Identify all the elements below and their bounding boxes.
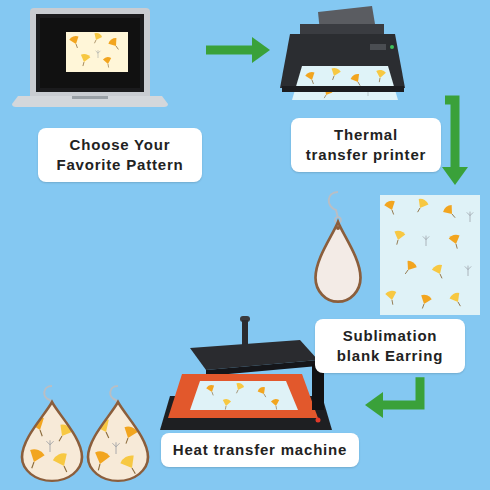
- printer-illustration: [370, 44, 386, 50]
- step-label-box: Sublimation blank Earring: [315, 319, 465, 374]
- laptop-illustration: [103, 56, 113, 68]
- laptop-illustration: [96, 50, 101, 58]
- heat-press-illustration: [221, 398, 231, 410]
- transfer-paper-illustration: [431, 263, 447, 280]
- step-label: Heat transfer machine: [173, 440, 347, 460]
- earring-pattern: [53, 423, 74, 445]
- earring-blank-illustration: [316, 222, 361, 302]
- laptop-illustration: [69, 35, 82, 50]
- printer-illustration: [292, 66, 398, 100]
- printer-illustration: [282, 86, 404, 92]
- printer-illustration: [280, 6, 405, 100]
- step-label: Sublimation blank Earring: [327, 326, 453, 367]
- transfer-paper-illustration: [423, 236, 429, 246]
- earring-pattern: [46, 440, 53, 452]
- transfer-paper-illustration: [449, 291, 466, 309]
- heat-press-illustration: [233, 382, 245, 395]
- heat-press-illustration: [206, 384, 217, 397]
- transfer-paper-illustration: [467, 212, 473, 222]
- finished-earrings-illustration: [22, 386, 148, 481]
- laptop-illustration: [78, 53, 91, 67]
- finished-earrings-illustration: [88, 402, 148, 481]
- laptop-illustration: [72, 96, 108, 99]
- step-label-box: Thermal transfer printer: [291, 118, 441, 173]
- heat-press-illustration: [257, 386, 270, 399]
- transfer-paper-illustration: [380, 195, 480, 315]
- laptop-illustration: [30, 8, 150, 96]
- laptop-illustration: [36, 14, 144, 92]
- flow-arrow: [445, 100, 455, 167]
- earring-blank-illustration: [329, 192, 338, 218]
- finished-earrings-illustration: [88, 402, 148, 481]
- transfer-paper-illustration: [385, 290, 398, 306]
- earring-pattern: [91, 450, 111, 473]
- flow-arrow: [206, 46, 252, 55]
- transfer-paper-illustration: [384, 199, 399, 216]
- step-group: Choose Your Favorite Pattern: [18, 8, 206, 186]
- transfer-paper-illustration: [465, 266, 471, 276]
- flow-arrow: [383, 377, 420, 405]
- printer-illustration: [350, 73, 365, 89]
- earring-pattern: [25, 447, 46, 470]
- transfer-paper-illustration: [448, 234, 462, 250]
- transfer-paper-illustration: [401, 259, 418, 277]
- laptop-illustration: [12, 8, 168, 107]
- laptop-illustration: [12, 96, 168, 107]
- printer-illustration: [390, 45, 394, 49]
- printer-illustration: [305, 71, 318, 86]
- step-label: Thermal transfer printer: [303, 125, 429, 166]
- earring-blank-illustration: [336, 226, 340, 230]
- laptop-illustration: [66, 32, 128, 72]
- laptop-illustration: [107, 37, 122, 53]
- finished-earrings-illustration: [22, 402, 82, 481]
- step-group: Sublimation blank Earring: [305, 185, 484, 377]
- step-label-box: Choose Your Favorite Pattern: [38, 128, 202, 183]
- step-label: Choose Your Favorite Pattern: [50, 135, 190, 176]
- heat-press-illustration: [190, 381, 298, 410]
- laptop-illustration: [91, 32, 103, 45]
- step-group: Thermal transfer printer: [270, 5, 445, 176]
- finished-earrings-illustration: [22, 402, 82, 481]
- printer-illustration: [328, 67, 341, 82]
- transfer-paper-illustration: [442, 203, 460, 221]
- printer-illustration: [374, 69, 386, 83]
- earring-pattern: [52, 451, 74, 475]
- heat-press-illustration: [206, 360, 318, 376]
- heat-press-illustration: [271, 398, 281, 410]
- finished-earrings-illustration: [44, 386, 52, 404]
- transfer-paper-illustration: [417, 293, 432, 310]
- earring-pattern: [112, 442, 119, 454]
- laptop-illustration: [40, 18, 140, 88]
- finished-earrings-illustration: [110, 386, 118, 404]
- step-group: Heat transfer machine: [15, 380, 365, 478]
- transfer-paper-illustration: [391, 230, 405, 246]
- transfer-paper-illustration: [380, 195, 480, 315]
- earring-blank-illustration: [316, 192, 361, 302]
- step-label-box: Heat transfer machine: [161, 433, 359, 467]
- heat-press-illustration: [168, 374, 318, 418]
- transfer-paper-illustration: [413, 197, 430, 215]
- heat-press-illustration: [160, 316, 332, 430]
- heat-press-illustration: [316, 418, 321, 423]
